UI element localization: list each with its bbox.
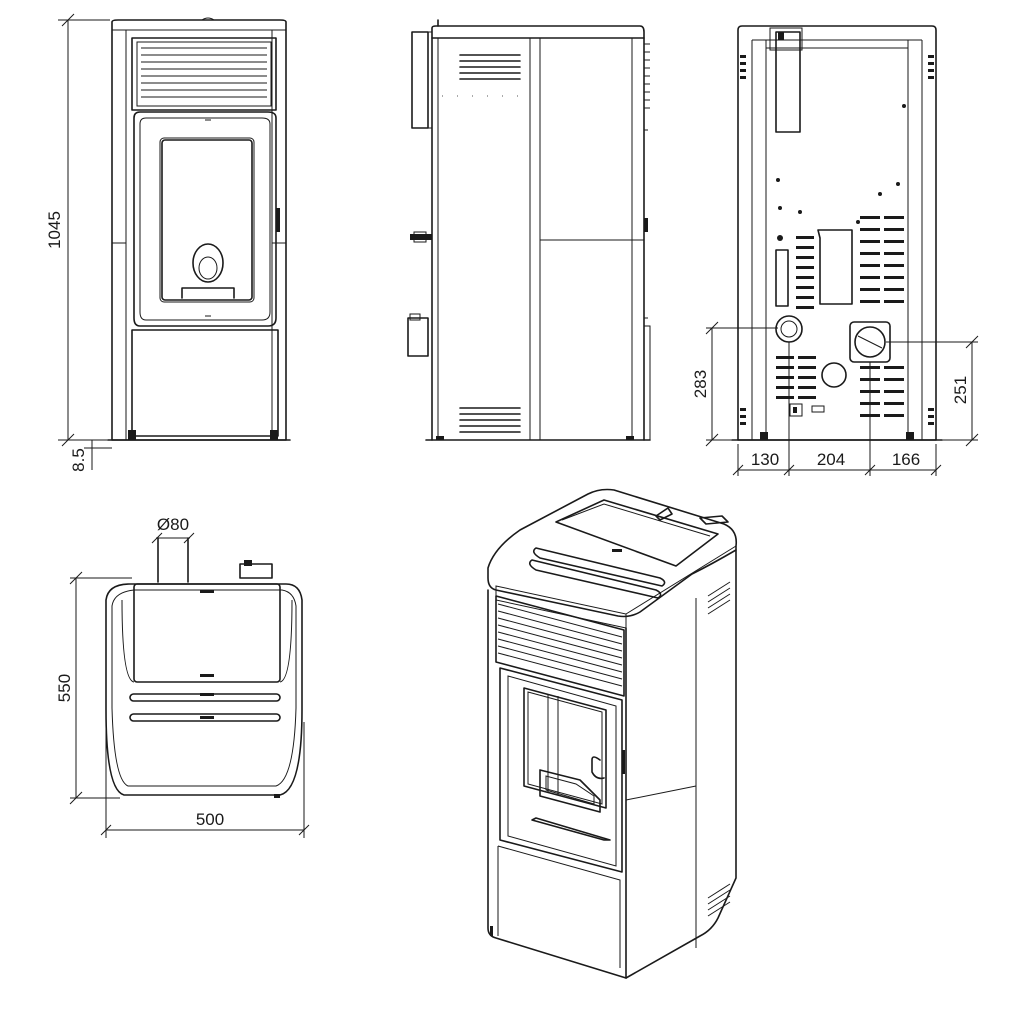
offset-right-value: 166 xyxy=(892,450,920,469)
rear-side-slots xyxy=(740,55,934,425)
width-value: 500 xyxy=(196,810,224,829)
foot-height-dimension: 8.5 xyxy=(69,440,112,472)
side-vent-top xyxy=(459,54,521,80)
rear-vent-slots-left xyxy=(776,236,816,399)
side-vent-bottom xyxy=(459,407,521,433)
perspective-grille-slats xyxy=(497,603,623,687)
perspective-side-vents xyxy=(707,581,731,917)
rear-view xyxy=(731,25,943,441)
top-view-dimensions: Ø80 550 500 xyxy=(55,515,310,838)
rear-dimensions: 283 251 130 204 166 xyxy=(691,321,979,476)
offset-middle-value: 204 xyxy=(817,450,845,469)
side-front-grille-edge xyxy=(644,43,650,109)
air-inlet-height-value: 251 xyxy=(951,376,970,404)
side-view xyxy=(407,19,651,441)
height-dimension: 1045 xyxy=(45,13,110,447)
flue-height-value: 283 xyxy=(691,370,710,398)
foot-height-value: 8.5 xyxy=(69,448,88,472)
offset-left-value: 130 xyxy=(751,450,779,469)
front-grille-slats xyxy=(141,47,267,98)
front-view xyxy=(107,17,291,441)
depth-value: 550 xyxy=(55,674,74,702)
flue-diameter-value: Ø80 xyxy=(157,515,189,534)
top-view xyxy=(105,537,303,798)
rear-vent-slots-right xyxy=(860,216,904,417)
height-value: 1045 xyxy=(45,211,64,249)
perspective-view xyxy=(487,488,738,979)
